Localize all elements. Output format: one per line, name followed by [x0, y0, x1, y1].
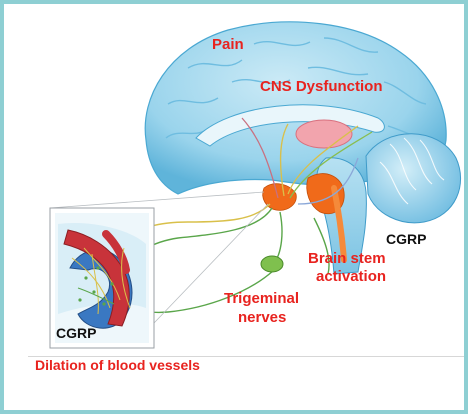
label-pain: Pain	[212, 36, 244, 53]
thalamus	[296, 120, 352, 148]
cerebellum	[366, 134, 461, 223]
caption-dilation: Dilation of blood vessels	[35, 357, 200, 373]
label-trigeminal-line1: Trigeminal	[224, 290, 299, 307]
label-cgrp-left: CGRP	[56, 325, 96, 341]
label-brain-stem-line2: activation	[316, 268, 386, 285]
label-trigeminal-line2: nerves	[238, 309, 286, 326]
label-brain-stem-line1: Brain stem	[308, 250, 386, 267]
label-cgrp-right: CGRP	[386, 231, 426, 247]
label-cns-dysfunction: CNS Dysfunction	[260, 78, 383, 95]
inset-connector-top	[50, 192, 264, 208]
trigeminal-ganglion	[261, 256, 283, 272]
